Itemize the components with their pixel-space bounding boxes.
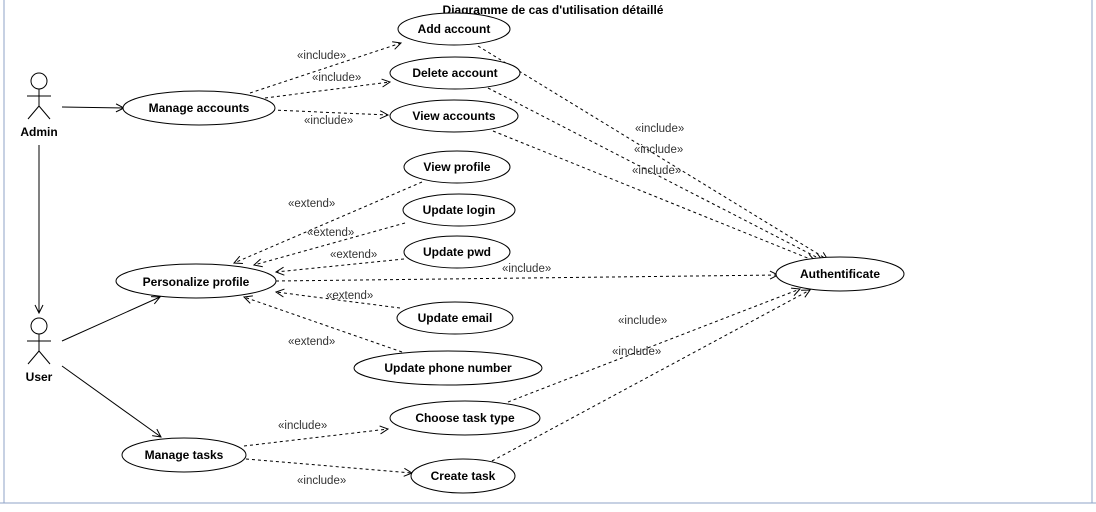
- label-include-personalize-auth: «include»: [502, 263, 551, 275]
- label-include-add-auth: «include»: [635, 123, 684, 135]
- extend-update-phone: [244, 297, 403, 353]
- use-case-view-profile[interactable]: [403, 150, 511, 184]
- label-include-delete: «include»: [312, 72, 361, 84]
- use-case-create-task[interactable]: [410, 458, 516, 494]
- diagram-title: Diagramme de cas d'utilisation détaillé: [443, 3, 664, 17]
- assoc-admin-manage-accounts: [61, 107, 124, 108]
- include-add-account: [249, 43, 401, 94]
- label-include-add: «include»: [297, 50, 346, 62]
- label-include-view: «include»: [304, 115, 353, 127]
- use-case-authentificate[interactable]: [775, 256, 905, 292]
- assoc-user-personalize-profile: [61, 297, 160, 342]
- include-delete-account-auth: [487, 87, 822, 260]
- user-right-leg: [38, 350, 51, 365]
- user-head: [30, 317, 48, 335]
- use-case-choose-task-type-label: Choose task type: [415, 411, 515, 425]
- use-case-manage-accounts[interactable]: [122, 90, 276, 126]
- use-case-manage-accounts-label: Manage accounts: [149, 101, 250, 115]
- actor-user[interactable]: [27, 317, 51, 365]
- use-case-update-login[interactable]: [402, 193, 516, 227]
- use-case-delete-account[interactable]: [389, 56, 521, 90]
- actor-admin[interactable]: [27, 72, 51, 120]
- include-delete-account: [264, 82, 390, 99]
- use-case-update-pwd-label: Update pwd: [423, 245, 491, 259]
- actor-user-label: User: [26, 370, 53, 384]
- use-case-update-phone-number-label: Update phone number: [384, 361, 512, 375]
- use-case-create-task-label: Create task: [431, 469, 496, 483]
- label-include-create-auth: «include»: [612, 346, 661, 358]
- use-case-personalize-profile-label: Personalize profile: [143, 275, 250, 289]
- extend-update-login: [254, 222, 406, 265]
- user-left-leg: [27, 350, 40, 365]
- include-choose-task-type: [243, 429, 388, 447]
- include-view-accounts: [271, 109, 388, 115]
- use-case-view-profile-label: View profile: [423, 160, 490, 174]
- include-view-accounts-auth: [492, 130, 815, 261]
- use-case-view-accounts[interactable]: [389, 99, 519, 133]
- include-add-account-auth: [477, 45, 828, 260]
- label-include-delete-auth: «include»: [634, 144, 683, 156]
- label-extend-update-phone: «extend»: [288, 336, 335, 348]
- admin-head: [30, 72, 48, 90]
- label-extend-update-email: «extend»: [326, 290, 373, 302]
- use-case-update-pwd[interactable]: [403, 235, 511, 269]
- admin-left-leg: [27, 105, 40, 120]
- actor-admin-label: Admin: [20, 125, 57, 139]
- use-case-add-account[interactable]: [397, 12, 511, 46]
- use-case-personalize-profile[interactable]: [115, 263, 277, 299]
- use-case-update-phone-number[interactable]: [353, 350, 543, 386]
- label-extend-update-pwd: «extend»: [330, 249, 377, 261]
- include-personalize-auth: [275, 275, 778, 282]
- label-extend-view-profile: «extend»: [288, 198, 335, 210]
- use-case-add-account-label: Add account: [418, 22, 491, 36]
- label-include-choose-task: «include»: [278, 420, 327, 432]
- assoc-user-manage-tasks: [61, 365, 161, 437]
- use-case-update-email[interactable]: [396, 301, 514, 335]
- extend-update-email: [276, 292, 401, 309]
- extend-view-profile: [234, 181, 423, 263]
- include-create-task-auth: [491, 290, 810, 462]
- use-case-update-login-label: Update login: [423, 203, 496, 217]
- use-case-update-email-label: Update email: [418, 311, 493, 325]
- label-include-view-auth: «include»: [632, 165, 681, 177]
- include-create-task: [245, 458, 412, 473]
- admin-right-leg: [38, 105, 51, 120]
- use-case-choose-task-type[interactable]: [389, 400, 541, 436]
- use-case-delete-account-label: Delete account: [412, 66, 497, 80]
- use-case-manage-tasks[interactable]: [121, 437, 247, 473]
- label-include-choose-auth: «include»: [618, 315, 667, 327]
- label-extend-update-login: «extend»: [307, 227, 354, 239]
- use-case-authentificate-label: Authentificate: [800, 267, 880, 281]
- use-case-manage-tasks-label: Manage tasks: [145, 448, 224, 462]
- use-case-view-accounts-label: View accounts: [412, 109, 495, 123]
- include-choose-task-auth: [507, 289, 800, 403]
- label-include-create-task: «include»: [297, 475, 346, 487]
